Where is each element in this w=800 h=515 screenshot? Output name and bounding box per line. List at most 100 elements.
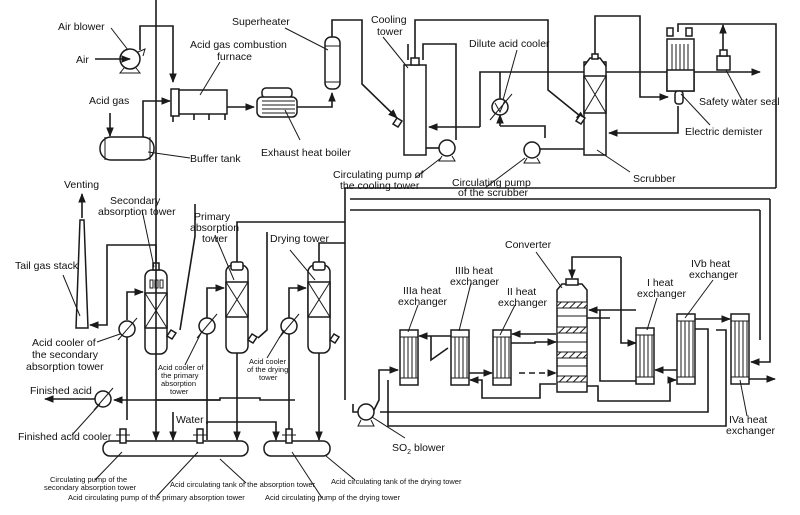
label-converter: Converter xyxy=(505,239,552,251)
label-hx-2-1: II heat xyxy=(507,286,536,298)
label-hx-4a-1: IVa heat xyxy=(729,414,767,426)
converter-inlet-line xyxy=(568,256,621,279)
label-pri-cooler-3: absorption xyxy=(161,379,196,388)
so2-text: SO xyxy=(392,442,407,454)
cooling-tower-pump-icon xyxy=(438,139,456,162)
label-so2-blower: SO2 blower xyxy=(392,442,445,456)
label-finished-acid: Finished acid xyxy=(30,385,92,397)
hx1-inlet-line xyxy=(620,257,637,347)
scrubber-to-demister-line xyxy=(594,15,669,101)
so2-subscript: 2 xyxy=(407,449,411,456)
label-air: Air xyxy=(76,54,89,66)
label-scrubber-pump-2: of the scrubber xyxy=(458,187,529,199)
combustion-furnace-icon xyxy=(170,88,228,122)
label-hx-3a-2: exchanger xyxy=(398,296,448,308)
primary-absorption-tower-icon xyxy=(225,261,259,354)
secondary-acid-cooler-icon xyxy=(117,317,138,341)
label-buffer-tank: Buffer tank xyxy=(190,153,241,165)
primary-gas-line xyxy=(236,221,345,262)
drying-acid-tank-icon xyxy=(263,440,331,457)
hx-2-icon xyxy=(492,329,512,386)
primary-to-secondary-line xyxy=(179,204,196,331)
hx4a-return-line xyxy=(387,329,727,427)
demister-drain-line xyxy=(608,106,679,137)
drying-gas-line xyxy=(318,242,345,262)
secondary-absorption-tower-icon xyxy=(144,262,178,355)
superheater-icon xyxy=(324,36,341,90)
demister-out-line xyxy=(677,23,777,188)
hx-1-icon xyxy=(635,327,655,385)
buffer-to-furnace-line xyxy=(142,97,171,137)
primary-acid-cooler-icon xyxy=(196,313,218,339)
main-gas-line xyxy=(344,187,776,400)
label-sec-pump-1: Circulating pump of the xyxy=(50,475,127,484)
label-hx-3b-2: exchanger xyxy=(450,276,500,288)
converter-to-hx4b-line xyxy=(587,376,677,402)
cooling-tower-icon xyxy=(391,57,427,156)
label-furnace-1: Acid gas combustion xyxy=(190,39,287,51)
acid-transfer-line xyxy=(157,397,295,401)
label-furnace-2: furnace xyxy=(217,51,252,63)
label-scrubber: Scrubber xyxy=(633,173,676,185)
label-exhaust-heat-boiler: Exhaust heat boiler xyxy=(261,147,351,159)
finished-acid-cooler-icon xyxy=(93,387,114,411)
label-electric-demister: Electric demister xyxy=(685,126,763,138)
primary-acid-in-line xyxy=(206,284,225,320)
label-tail-gas-stack: Tail gas stack xyxy=(15,260,79,272)
label-acid-gas: Acid gas xyxy=(89,95,129,107)
tail-gas-stack-icon xyxy=(75,219,89,329)
electric-demister-icon xyxy=(666,27,695,105)
drying-circulating-pump-icon xyxy=(282,428,296,444)
label-safety-water-seal: Safety water seal xyxy=(699,96,780,108)
label-finished-acid-cooler: Finished acid cooler xyxy=(18,431,112,443)
hx3a-out-line xyxy=(430,336,449,362)
label-venting: Venting xyxy=(64,179,99,191)
scrubber-icon xyxy=(574,53,607,156)
label-superheater: Superheater xyxy=(232,16,290,28)
so2-blower-icon xyxy=(357,403,375,427)
label-hx-3a-1: IIIa heat xyxy=(403,285,441,297)
label-secondary-tower-2: absorption tower xyxy=(98,206,176,218)
primary-circulating-pump-icon xyxy=(193,428,207,444)
label-cooling-pump-2: the cooling tower xyxy=(340,180,420,192)
safety-water-seal-icon xyxy=(716,49,731,71)
label-cooling-pump-1: Circulating pump of xyxy=(333,169,424,181)
so2-inlet-line xyxy=(352,404,358,413)
hx-4b-icon xyxy=(676,313,696,385)
hx2-to-converter-line xyxy=(511,338,557,346)
label-hx-4a-2: exchanger xyxy=(726,425,776,437)
label-hx-1-2: exchanger xyxy=(637,288,687,300)
superheater-to-cooling-line xyxy=(331,19,398,119)
label-pri-pump: Acid circulating pump of the primary abs… xyxy=(68,493,245,502)
converter-to-hx3b-line xyxy=(469,376,556,399)
exhaust-heat-boiler-icon xyxy=(256,87,298,118)
converter-icon xyxy=(556,278,588,393)
label-dry-tank: Acid circulating tank of the drying towe… xyxy=(331,477,462,486)
label-air-blower: Air blower xyxy=(58,21,105,33)
label-hx-2-2: exchanger xyxy=(498,297,548,309)
hx4a-inlet-line xyxy=(750,199,771,366)
air-blower-icon xyxy=(118,48,146,74)
label-scrubber-pump-1: Circulating pump xyxy=(452,177,531,189)
label-hx-1-1: I heat xyxy=(647,277,673,289)
drying-acid-in-line xyxy=(288,284,307,320)
label-cooling-tower-1: Cooling xyxy=(371,14,407,26)
hx-3a-icon xyxy=(399,329,419,386)
label-water: Water xyxy=(176,414,204,426)
label-dry-pump: Acid circulating pump of the drying towe… xyxy=(265,493,401,502)
absorption-acid-tank-icon xyxy=(102,440,249,457)
hx-3b-icon xyxy=(450,329,470,386)
label-cooling-tower-2: tower xyxy=(377,26,403,38)
label-sec-cooler-3: absorption tower xyxy=(26,361,104,373)
label-hx-3b-1: IIIb heat xyxy=(455,265,493,277)
drying-tower-icon xyxy=(307,261,341,354)
label-hx-4b-1: IVb heat xyxy=(691,258,730,270)
so2-blower-text: blower xyxy=(411,442,445,454)
label-dry-cooler-2: of the drying xyxy=(247,365,288,374)
label-pri-cooler-2: the primary xyxy=(161,371,199,380)
boiler-to-superheater-line xyxy=(297,92,336,108)
secondary-acid-in-line xyxy=(126,288,144,320)
cooling-to-scrubber-line xyxy=(414,19,586,121)
label-hx-4b-2: exchanger xyxy=(689,269,739,281)
